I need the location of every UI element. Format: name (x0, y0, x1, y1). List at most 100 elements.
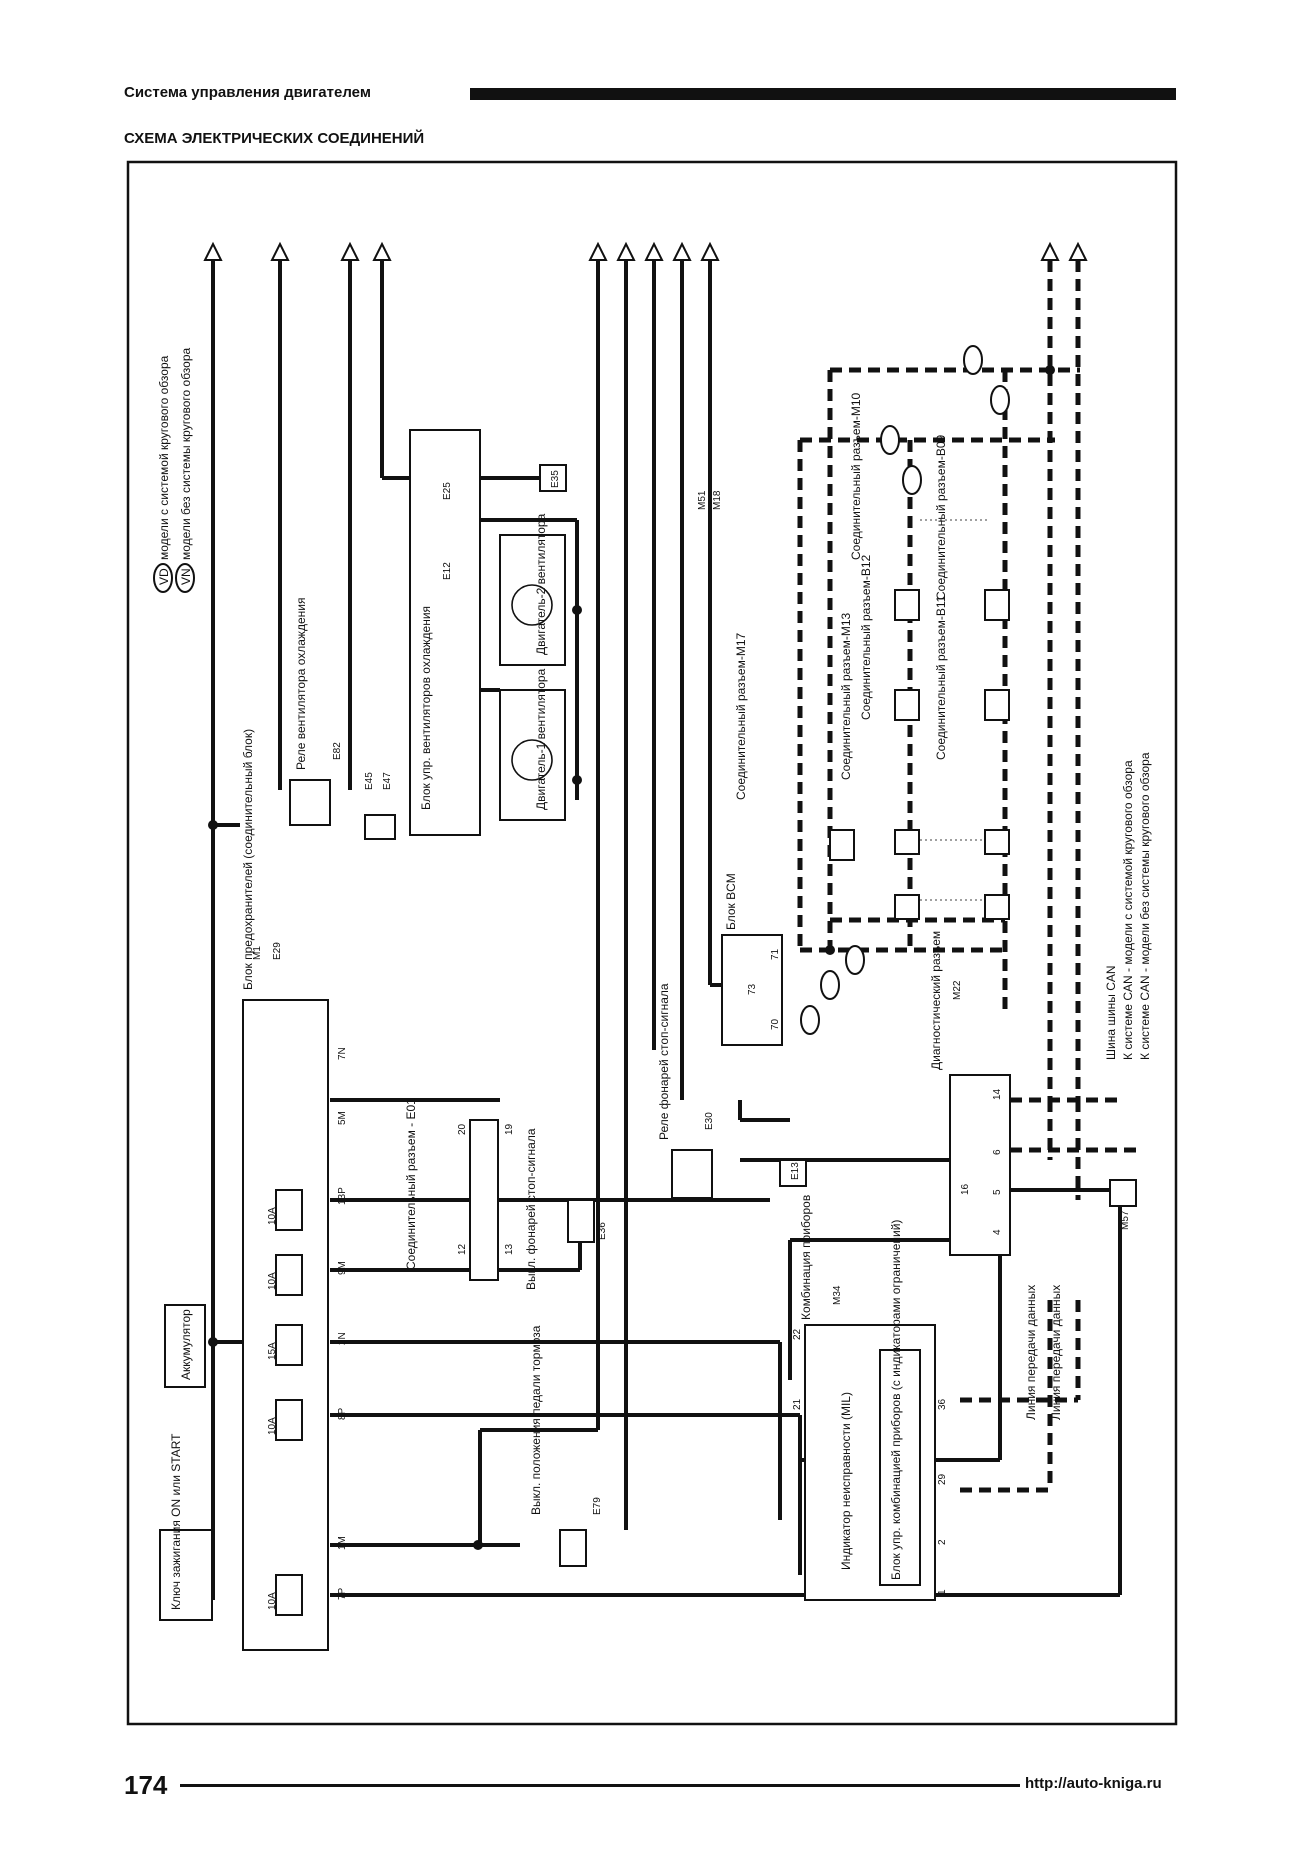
legend (153, 563, 195, 593)
pin-19: 19 (504, 1123, 515, 1135)
pin-13: 13 (504, 1243, 515, 1255)
fuse-f2: 10A (267, 1272, 278, 1290)
fan-relay-label: Реле вентилятора охлаждения (294, 598, 308, 770)
code-e36: E36 (597, 1222, 608, 1240)
conn-b09-label: Соединительный разъем-B09 (934, 434, 948, 600)
code-e47: E47 (382, 772, 393, 790)
pin-4: 4 (992, 1229, 1003, 1235)
section-header: Система управления двигателем (124, 84, 371, 101)
ground-m57 (1109, 1179, 1137, 1207)
data-line-2-label: Линия передачи данных (1049, 1285, 1063, 1420)
stop-relay-label: Реле фонарей стоп-сигнала (657, 983, 671, 1140)
meter-label: Комбинация приборов (799, 1195, 813, 1320)
junctions (208, 365, 1125, 1550)
ipdm-label: Блок предохранителей (соединительный бло… (241, 729, 255, 990)
page-number: 174 (124, 1770, 168, 1800)
stop-relay-box (671, 1149, 713, 1199)
pin-20: 20 (457, 1123, 468, 1135)
code-m34: M34 (832, 1285, 843, 1305)
code-m18: M18 (712, 490, 723, 510)
pin-14: 14 (992, 1088, 1003, 1100)
pin-2: 2 (937, 1539, 948, 1545)
code-e13: E13 (790, 1162, 801, 1180)
can-legend-line2: К системе CAN - модели с системой кругов… (1121, 760, 1135, 1060)
footer-url: http://auto-kniga.ru (1025, 1775, 1162, 1792)
ground-e13 (779, 1159, 807, 1187)
code-e29: E29 (272, 942, 283, 960)
pin-5m: 5M (337, 1111, 348, 1125)
relay-connector-e45 (364, 814, 396, 840)
stop-switch-box (567, 1199, 595, 1243)
pin-1m: 1M (337, 1536, 348, 1550)
meter-ctrl-box (879, 1349, 921, 1586)
inline-connectors (829, 589, 1010, 920)
code-e45: E45 (364, 772, 375, 790)
conn-e01-label: Соединительный разъем - E01 (404, 1098, 418, 1270)
bcm-box (721, 934, 783, 1046)
header-bar (470, 88, 1176, 100)
legend-vn-text: модели без системы кругового обзора (179, 347, 193, 560)
code-e79: E79 (592, 1497, 603, 1515)
conn-m13-label: Соединительный разъем-M13 (839, 612, 853, 780)
battery-label: Аккумулятор (179, 1309, 193, 1380)
fan-motor-1-box (499, 689, 566, 821)
conn-b11-label: Соединительный разъем-B11 (934, 595, 948, 760)
code-e25: E25 (442, 482, 453, 500)
legend-vn-code: VN (179, 568, 193, 585)
ground-e35 (539, 464, 567, 492)
can-legend-line3: К системе CAN - модели без системы круго… (1138, 752, 1152, 1060)
fuse-f3: 10A (267, 1417, 278, 1435)
pin-1: 1 (937, 1589, 948, 1595)
fuse-f4: 15A (267, 1342, 278, 1360)
vd-vn-markers (800, 345, 1010, 1035)
pin-29: 29 (937, 1473, 948, 1485)
pin-36: 36 (937, 1398, 948, 1410)
diagram-frame (126, 160, 1178, 1726)
wires-main (211, 260, 1122, 1600)
legend-vd-text: модели с системой кругового обзора (157, 355, 171, 560)
pin-16: 16 (960, 1183, 971, 1195)
code-m57: M57 (1120, 1210, 1131, 1230)
stop-switch-label: Выкл. фонарей стоп-сигнала (524, 1128, 538, 1290)
diag-conn-label: Диагностический разъем (929, 931, 943, 1070)
code-m22: M22 (952, 980, 963, 1000)
conn-m17-label: Соединительный разъем-M17 (734, 632, 748, 800)
fuse-f1: 10A (267, 1207, 278, 1225)
conn-m10-label: Соединительный разъем-M10 (849, 392, 863, 560)
pin-71: 71 (770, 948, 781, 960)
conn-e01-box (469, 1119, 499, 1281)
pin-21: 21 (792, 1398, 803, 1410)
pin-7p: 7P (337, 1587, 348, 1600)
fan-motor-2-label: Двигатель-2 вентилятора (534, 513, 548, 655)
brake-switch-label: Выкл. положения педали тормоза (529, 1325, 543, 1515)
code-m51: M51 (697, 490, 708, 510)
diag-conn-box (949, 1074, 1011, 1256)
ignition-box (159, 1529, 213, 1621)
fan-motor-1-label: Двигатель-1 вентилятора (534, 668, 548, 810)
dotted-lines (920, 519, 990, 901)
pin-12: 12 (457, 1243, 468, 1255)
data-line-1-label: Линия передачи данных (1024, 1285, 1038, 1420)
pin-13p: 13P (337, 1187, 348, 1205)
connector-terminals (203, 241, 1088, 261)
legend-vd-code: VD (157, 568, 171, 585)
pin-7n: 7N (337, 1047, 348, 1060)
code-e35: E35 (550, 470, 561, 488)
page-title: СХЕМА ЭЛЕКТРИЧЕСКИХ СОЕДИНЕНИЙ (124, 130, 425, 147)
conn-b12-label: Соединительный разъем-B12 (859, 554, 873, 720)
fuses (275, 1189, 303, 1616)
code-e12: E12 (442, 562, 453, 580)
code-e30: E30 (704, 1112, 715, 1130)
code-e82: E82 (332, 742, 343, 760)
battery-box (164, 1304, 206, 1388)
fan-ctrl-box (409, 429, 481, 836)
can-legend-line1: Шина шины CAN (1104, 965, 1118, 1060)
pin-8p: 8P (337, 1407, 348, 1420)
fuse-f5: 10A (267, 1592, 278, 1610)
pin-73: 73 (747, 983, 758, 995)
fan-motor-2-box (499, 534, 566, 666)
pin-5: 5 (992, 1189, 1003, 1195)
meter-ctrl-label: Блок упр. комбинацией приборов (с индика… (889, 1220, 903, 1580)
pin-22: 22 (792, 1328, 803, 1340)
